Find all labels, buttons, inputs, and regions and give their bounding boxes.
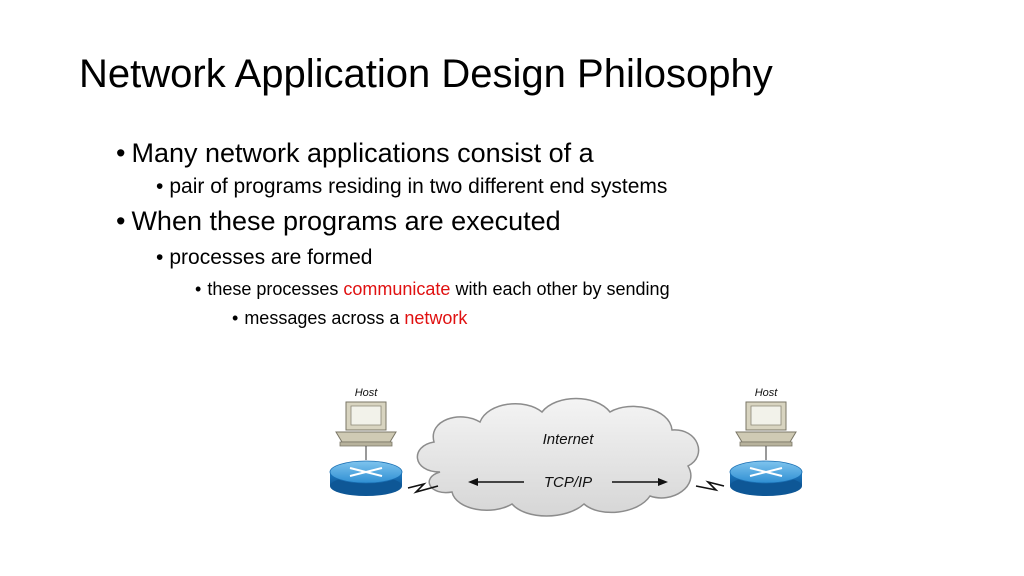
network-diagram: Internet TCP/IP Host (320, 380, 810, 530)
router-icon (329, 460, 403, 496)
bullet-text: When these programs are executed (131, 206, 561, 236)
highlight-communicate: communicate (343, 279, 451, 299)
double-arrow-icon (468, 478, 668, 486)
highlight-network: network (404, 308, 468, 328)
bullet-text-pre: these processes (207, 279, 344, 299)
left-host-label: Host (355, 387, 379, 399)
bullet-dot: • (116, 206, 126, 236)
bullet-dot: • (156, 246, 164, 269)
bullet-text: Many network applications consist of a (131, 138, 594, 168)
bullet-level-2: •pair of programs residing in two differ… (156, 174, 667, 200)
bullet-text-post: with each other by sending (450, 279, 670, 299)
bullet-dot: • (156, 175, 164, 198)
right-host: Host (729, 387, 803, 496)
link-right-icon (695, 480, 725, 492)
bullet-dot: • (195, 279, 202, 299)
router-icon (729, 460, 803, 496)
bullet-dot: • (116, 138, 126, 168)
bullet-level-4: •messages across a network (232, 307, 467, 329)
left-host: Host (329, 387, 403, 496)
bullet-text: processes are formed (169, 246, 373, 269)
slide-title: Network Application Design Philosophy (79, 52, 773, 96)
computer-icon (335, 401, 397, 460)
bullet-level-1: •When these programs are executed (116, 205, 561, 237)
computer-icon (735, 401, 797, 460)
protocol-label: TCP/IP (544, 474, 592, 491)
bullet-level-3: •these processes communicate with each o… (195, 278, 670, 300)
network-diagram-svg: Internet TCP/IP Host (329, 387, 803, 517)
internet-cloud (416, 397, 700, 517)
link-left-icon (407, 482, 439, 494)
cloud-label: Internet (543, 431, 595, 448)
bullet-text-pre: messages across a (244, 308, 405, 328)
bullet-level-2: •processes are formed (156, 245, 372, 271)
right-host-label: Host (755, 387, 779, 399)
bullet-text: pair of programs residing in two differe… (169, 175, 668, 198)
bullet-level-1: •Many network applications consist of a (116, 137, 594, 169)
bullet-dot: • (232, 308, 239, 328)
